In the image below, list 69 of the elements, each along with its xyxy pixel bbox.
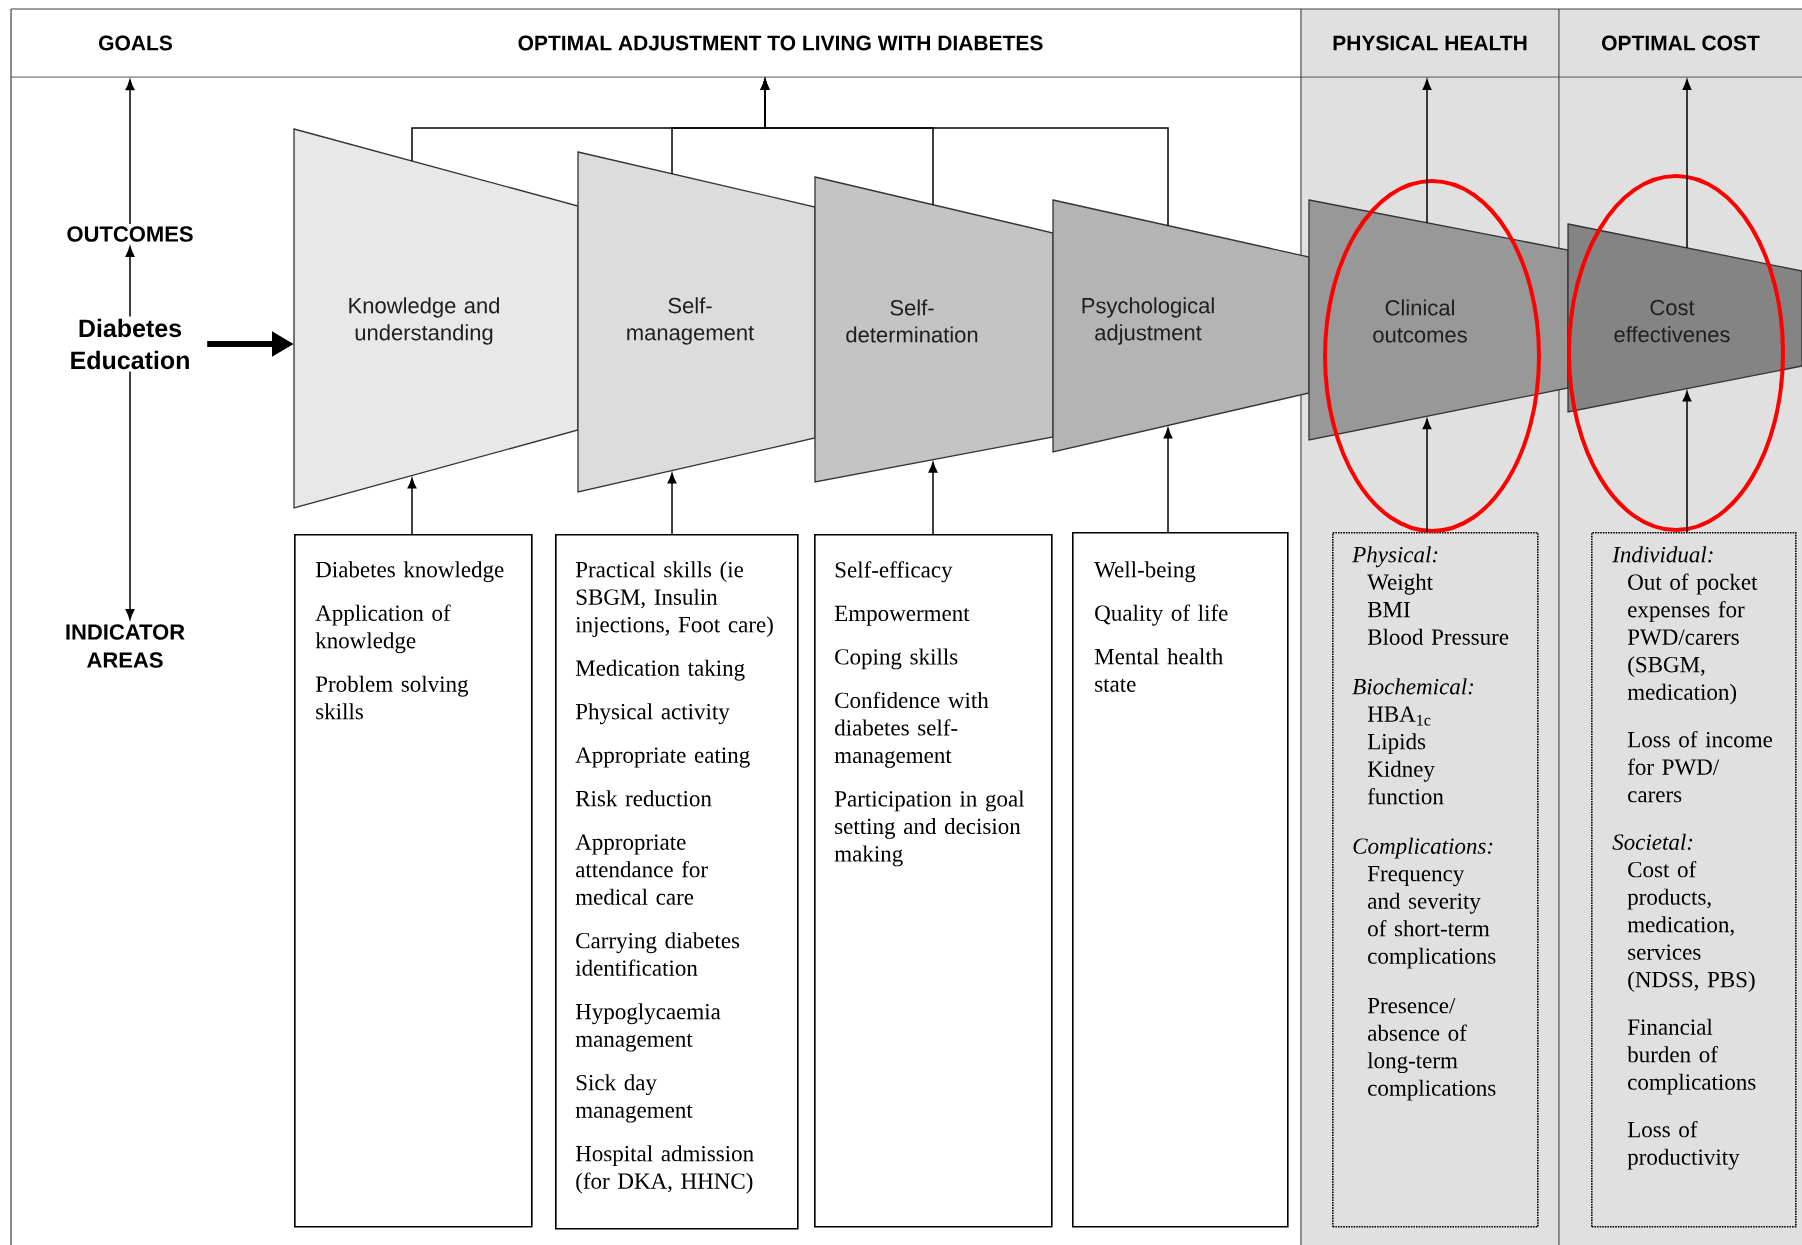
category-heading: Complications: bbox=[1353, 837, 1493, 859]
arrow bbox=[125, 370, 135, 620]
indicator-item: Sick day management bbox=[575, 1074, 693, 1123]
indicator-box bbox=[1072, 532, 1289, 1228]
indicator-box bbox=[294, 534, 533, 1228]
indicator-item: Quality of life bbox=[1095, 604, 1228, 626]
indicator-box bbox=[814, 534, 1053, 1228]
indicator-item: Kidney function bbox=[1367, 760, 1444, 805]
indicator-item: Presence/ absence of long-term complications bbox=[1367, 998, 1496, 1101]
category-heading: Individual: bbox=[1612, 546, 1713, 563]
column-heading: PHYSICAL HEALTH bbox=[1333, 35, 1527, 51]
arrow bbox=[125, 246, 135, 318]
indicator-item: Loss of productivity bbox=[1627, 1120, 1740, 1170]
indicator-item: Diabetes knowledge bbox=[315, 561, 504, 583]
indicator-item: Participation in goal setting and decision making bbox=[834, 790, 1025, 867]
indicator-item: Confidence with diabetes self-management bbox=[834, 691, 989, 768]
arrow bbox=[1422, 418, 1432, 533]
indicator-item: Medication taking bbox=[575, 659, 745, 681]
indicator-item: Appropriate eating bbox=[575, 747, 750, 768]
label-text: Diabetes Education bbox=[71, 318, 189, 370]
indicator-item: Loss of income for PWD/ carers bbox=[1627, 730, 1773, 803]
indicator-item: Carrying diabetes identification bbox=[575, 932, 740, 976]
stage-trapezoid: Self-management bbox=[577, 151, 816, 493]
arrow bbox=[928, 461, 938, 535]
column-heading: OPTIMAL COST bbox=[1602, 35, 1760, 51]
arrow bbox=[1422, 79, 1432, 224]
indicator-item: Mental health state bbox=[1094, 648, 1223, 692]
indicator-item: Practical skills (ie SBGM, Insulin injections, Foot care) bbox=[575, 561, 773, 638]
indicator-item: Blood Pressure bbox=[1367, 628, 1509, 645]
indicator-item: Self-efficacy bbox=[835, 561, 953, 583]
arrow bbox=[125, 79, 135, 225]
indicator-item: Lipids bbox=[1367, 733, 1426, 755]
category-heading: Physical: bbox=[1352, 546, 1438, 568]
indicator-item: Weight bbox=[1367, 573, 1433, 595]
stage-trapezoid: Knowledge and understanding bbox=[293, 128, 579, 509]
indicator-item: Financial burden of complications bbox=[1627, 1018, 1756, 1095]
heading-text: INDICATOR AREAS bbox=[66, 624, 185, 668]
indicator-item: Appropriate attendance for medical care bbox=[575, 834, 708, 905]
indicator-item: Physical activity bbox=[575, 703, 730, 725]
indicator-item: HBA$_{1c}$ bbox=[1367, 706, 1431, 726]
indicator-item: Hypoglycaemia management bbox=[575, 1003, 721, 1052]
indicator-box bbox=[1591, 532, 1797, 1228]
stage-trapezoid: Cost effectivenes bbox=[1567, 223, 1802, 413]
column-heading: OPTIMAL ADJUSTMENT TO LIVING WITH DIABETES bbox=[518, 35, 1043, 51]
arrow bbox=[760, 79, 1169, 227]
indicator-item: Problem solving skills bbox=[315, 675, 469, 720]
stage-trapezoid: Self-determination bbox=[814, 176, 1054, 483]
category-heading: Biochemical: bbox=[1352, 678, 1473, 695]
indicator-box bbox=[555, 534, 799, 1230]
arrow bbox=[667, 472, 677, 535]
indicator-item: Cost of products, medication, services (NDSS, PBS) bbox=[1627, 860, 1755, 993]
indicator-item: Risk reduction bbox=[575, 790, 712, 807]
indicator-item: BMI bbox=[1367, 602, 1410, 618]
column-heading: GOALS bbox=[99, 35, 173, 51]
stage-trapezoid: Psychological adjustment bbox=[1052, 199, 1310, 453]
arrow bbox=[1682, 79, 1692, 249]
arrow bbox=[407, 477, 417, 535]
indicator-item: Well-being bbox=[1094, 561, 1196, 583]
stage-trapezoid: Clinical outcomes bbox=[1308, 199, 1569, 441]
category-heading: Societal: bbox=[1612, 833, 1693, 850]
arrow bbox=[1163, 427, 1173, 533]
indicator-item: Out of pocket expenses for PWD/carers (SBGM, medication) bbox=[1627, 573, 1758, 705]
indicator-item: Frequency and severity of short-term complications bbox=[1367, 866, 1496, 969]
indicator-item: Empowerment bbox=[834, 605, 970, 626]
indicator-item: Application of knowledge bbox=[315, 604, 451, 654]
indicator-box bbox=[1332, 532, 1539, 1228]
heading-text: OUTCOMES bbox=[67, 226, 193, 242]
indicator-item: Coping skills bbox=[835, 648, 958, 670]
indicator-item: Hospital admission (for DKA, HHNC) bbox=[575, 1145, 754, 1194]
